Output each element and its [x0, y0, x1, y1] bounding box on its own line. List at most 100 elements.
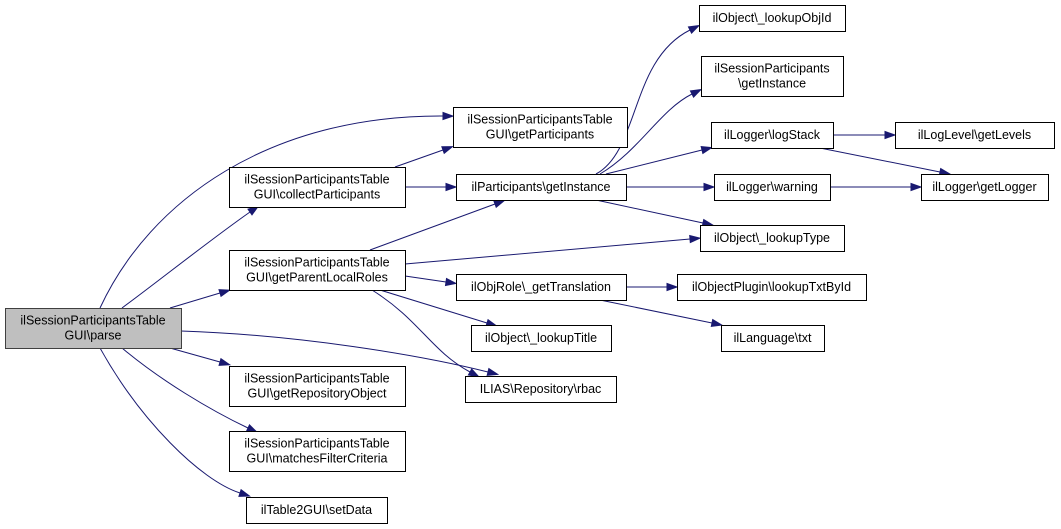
edge-parse-to-getParentLocalRoles	[169, 289, 232, 309]
node-box	[453, 107, 628, 148]
arrowhead-icon	[218, 289, 232, 298]
node-label-line: ilSessionParticipantsTable	[467, 113, 612, 127]
node-box	[229, 431, 406, 472]
edge-getParentLocalRoles-to-lookupType	[404, 234, 702, 265]
node-box	[456, 274, 627, 301]
node-box	[456, 174, 627, 201]
node-box	[700, 225, 845, 252]
edge-logStack-to-getLogger	[819, 147, 952, 177]
node-label-line: GUI\getParticipants	[486, 128, 594, 142]
edge-getParentLocalRoles-to-lookupTitle	[379, 289, 499, 327]
node-lookupType[interactable]: ilObject\_lookupType	[700, 225, 845, 252]
node-getParticipants[interactable]: ilSessionParticipantsTableGUI\getPartici…	[453, 107, 628, 148]
node-getLogger[interactable]: ilLogger\getLogger	[921, 174, 1049, 201]
node-label-line: ilSessionParticipantsTable	[244, 372, 389, 386]
arrowhead-icon	[710, 318, 724, 328]
node-collectParticipants[interactable]: ilSessionParticipantsTableGUI\collectPar…	[229, 167, 406, 208]
edge-parse-to-collectParticipants	[121, 205, 260, 309]
node-partGetInstance[interactable]: ilParticipants\getInstance	[456, 174, 627, 201]
node-label-line: ilSessionParticipantsTable	[244, 437, 389, 451]
arrowhead-icon	[218, 357, 232, 366]
node-label-line: \getInstance	[738, 77, 806, 91]
node-lookupTxtById[interactable]: ilObjectPlugin\lookupTxtById	[677, 274, 867, 301]
node-lookupObjId[interactable]: ilObject\_lookupObjId	[699, 5, 846, 32]
arrowhead-icon	[703, 182, 716, 192]
edge-partGetInstance-to-warning	[626, 182, 716, 192]
edge-line	[169, 292, 221, 309]
arrowhead-icon	[445, 182, 458, 192]
node-logStack[interactable]: ilLogger\logStack	[711, 122, 834, 149]
edge-partGetInstance-to-lookupType	[595, 199, 715, 228]
node-label-line: ILIAS\Repository\rbac	[480, 382, 602, 396]
edge-line	[819, 147, 941, 173]
edge-line	[99, 347, 241, 494]
node-box	[677, 274, 867, 301]
arrowhead-icon	[441, 146, 454, 155]
node-label-line: ilLogger\getLogger	[932, 180, 1036, 194]
edge-line	[595, 199, 704, 224]
node-sessGetInstance[interactable]: ilSessionParticipants\getInstance	[701, 56, 844, 97]
arrowhead-icon	[884, 130, 897, 140]
node-label-line: ilLogLevel\getLevels	[918, 128, 1031, 142]
node-matchesFilterCriteria[interactable]: ilSessionParticipantsTableGUI\matchesFil…	[229, 431, 406, 472]
node-box	[465, 376, 617, 403]
arrowhead-icon	[238, 488, 251, 497]
edge-line	[394, 149, 444, 168]
edge-line	[169, 347, 221, 363]
edge-collectParticipants-to-getParticipants	[394, 146, 454, 168]
arrowhead-icon	[687, 24, 701, 34]
node-getTranslation[interactable]: ilObjRole\_getTranslation	[456, 274, 627, 301]
node-box	[229, 250, 406, 291]
node-label-line: ilSessionParticipantsTable	[244, 256, 389, 270]
arrowhead-icon	[444, 277, 458, 287]
node-box	[699, 5, 846, 32]
node-box	[711, 122, 834, 149]
edge-line	[599, 299, 713, 324]
node-box	[895, 122, 1055, 149]
arrowhead-icon	[467, 368, 481, 378]
edge-parse-to-getRepositoryObject	[169, 347, 232, 366]
edge-logStack-to-getLevels	[833, 130, 897, 140]
edge-line	[595, 29, 691, 175]
node-warning[interactable]: ilLogger\warning	[714, 174, 831, 201]
edge-line	[599, 93, 693, 175]
node-lookupTitle[interactable]: ilObject\_lookupTitle	[471, 325, 612, 352]
edge-warning-to-getLogger	[830, 182, 923, 192]
edge-line	[605, 149, 703, 175]
node-box	[921, 174, 1049, 201]
edges-layer	[99, 24, 952, 497]
node-label-line: ilObject\_lookupObjId	[713, 11, 832, 25]
edge-line	[379, 289, 488, 324]
node-label-line: ilLogger\warning	[726, 180, 818, 194]
node-getRepositoryObject[interactable]: ilSessionParticipantsTableGUI\getReposit…	[229, 366, 406, 407]
edge-line	[371, 289, 471, 373]
nodes-layer: ilSessionParticipantsTableGUI\parseilSes…	[5, 5, 1055, 524]
node-label-line: ilSessionParticipantsTable	[244, 173, 389, 187]
arrowhead-icon	[700, 146, 714, 155]
edge-line	[121, 347, 249, 429]
arrowhead-icon	[493, 200, 506, 209]
node-box	[229, 167, 406, 208]
node-label-line: ilLanguage\txt	[734, 331, 812, 345]
node-box	[471, 325, 612, 352]
arrowhead-icon	[689, 234, 702, 244]
edge-line	[99, 115, 444, 309]
node-getLevels[interactable]: ilLogLevel\getLevels	[895, 122, 1055, 149]
edge-partGetInstance-to-lookupObjId	[595, 24, 701, 175]
node-setData[interactable]: ilTable2GUI\setData	[246, 497, 388, 524]
node-getParentLocalRoles[interactable]: ilSessionParticipantsTableGUI\getParentL…	[229, 250, 406, 291]
node-label-line: ilObject\_lookupTitle	[485, 331, 597, 345]
node-box	[721, 325, 825, 352]
node-label-line: ilTable2GUI\setData	[261, 503, 372, 517]
node-label-line: ilParticipants\getInstance	[472, 180, 611, 194]
arrowhead-icon	[910, 182, 923, 192]
edge-line	[121, 211, 251, 309]
edge-line	[404, 275, 447, 283]
edge-getTranslation-to-langTxt	[599, 299, 724, 328]
edge-partGetInstance-to-sessGetInstance	[599, 88, 703, 175]
node-langTxt[interactable]: ilLanguage\txt	[721, 325, 825, 352]
node-rbac[interactable]: ILIAS\Repository\rbac	[465, 376, 617, 403]
edge-collectParticipants-to-partGetInstance	[405, 182, 458, 192]
arrowhead-icon	[442, 111, 455, 121]
